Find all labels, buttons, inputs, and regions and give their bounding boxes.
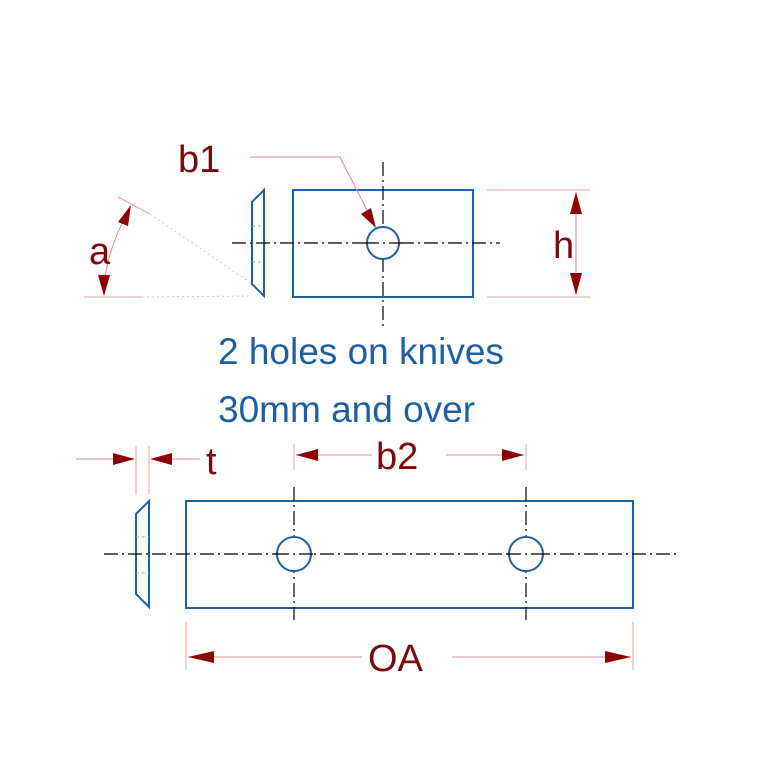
top-knife-view <box>84 156 590 330</box>
h-arrow-top <box>570 192 582 214</box>
a-arrow-top <box>118 205 131 226</box>
oa-label: OA <box>368 638 424 680</box>
t-label: t <box>206 441 217 483</box>
top-knife-side-profile <box>251 187 265 299</box>
t-arrow-right <box>150 453 172 465</box>
b2-arrow-left <box>296 449 318 461</box>
note-line-1: 2 holes on knives <box>218 331 504 372</box>
b1-label: b1 <box>178 139 220 181</box>
a-construction-line-slant <box>149 213 253 285</box>
a-arrow-bottom <box>98 275 110 296</box>
note-line-2: 30mm and over <box>218 389 475 430</box>
b1-leader-arrow <box>361 208 376 228</box>
t-arrow-left <box>113 453 135 465</box>
bottom-knife-side-profile <box>135 498 150 610</box>
h-label: h <box>553 225 574 267</box>
b2-label: b2 <box>376 436 418 478</box>
h-arrow-bottom <box>570 273 582 295</box>
b2-arrow-right <box>502 449 524 461</box>
bottom-knife-view <box>76 444 680 670</box>
a-extension-slant <box>117 196 151 215</box>
oa-arrow-left <box>188 651 214 663</box>
b1-leader-line <box>250 156 374 223</box>
a-label: a <box>89 231 111 273</box>
oa-arrow-right <box>605 651 631 663</box>
a-construction-line-bottom <box>141 295 253 298</box>
